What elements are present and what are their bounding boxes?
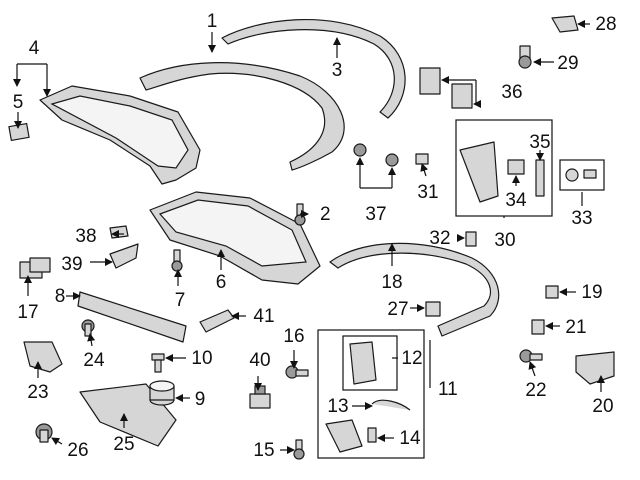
callout-labels: 1 2 3 4 5 6 7 8 9 10 11 12 13 14 15 16 1… xyxy=(13,11,617,461)
callout-13: 13 xyxy=(327,396,348,417)
callout-2: 2 xyxy=(320,204,331,225)
part-40-mount xyxy=(249,385,271,409)
callout-5: 5 xyxy=(13,92,24,113)
callout-35: 35 xyxy=(529,132,550,153)
callout-24: 24 xyxy=(83,350,105,371)
part-39-bracket xyxy=(109,243,139,269)
callout-27: 27 xyxy=(387,299,408,320)
callout-15: 15 xyxy=(253,440,274,461)
part-16-bolt xyxy=(285,365,309,379)
callout-34: 34 xyxy=(505,190,527,211)
callout-36: 36 xyxy=(501,82,522,103)
callout-7: 7 xyxy=(175,290,186,311)
callout-39: 39 xyxy=(61,254,82,275)
group-12-box xyxy=(342,335,398,391)
callout-16: 16 xyxy=(283,326,304,347)
part-19-clip xyxy=(545,285,559,299)
part-26-bolt xyxy=(35,423,53,443)
leader-lines xyxy=(13,20,605,454)
part-4-top-cover xyxy=(39,85,201,185)
part-27-clip xyxy=(425,301,441,317)
part-29-bolt xyxy=(518,45,532,69)
part-33-washer xyxy=(565,168,579,182)
callout-25: 25 xyxy=(113,434,134,455)
callout-26: 26 xyxy=(67,440,88,461)
callout-21: 21 xyxy=(565,317,586,338)
callout-12: 12 xyxy=(401,348,422,369)
callout-41: 41 xyxy=(253,306,274,327)
callout-19: 19 xyxy=(581,282,602,303)
part-3-seal xyxy=(221,18,406,119)
part-34-nut xyxy=(507,159,525,175)
callout-17: 17 xyxy=(17,302,38,323)
part-20-bracket xyxy=(575,351,615,385)
callout-20: 20 xyxy=(592,396,613,417)
part-28-plate xyxy=(551,15,579,33)
part-23-bracket xyxy=(23,341,63,373)
part-36-plates xyxy=(419,67,473,109)
part-24-bolt xyxy=(81,319,95,337)
part-14-spacer xyxy=(367,427,377,443)
part-22-bolt xyxy=(519,349,543,363)
callout-33: 33 xyxy=(571,208,592,229)
group-11-box xyxy=(317,329,425,459)
group-33-box xyxy=(559,159,605,191)
part-30-hinge xyxy=(459,141,499,203)
callout-10: 10 xyxy=(191,348,212,369)
part-11-bracket xyxy=(325,419,363,453)
part-21-nut xyxy=(531,319,545,335)
part-37-fasteners xyxy=(353,143,399,167)
part-32-bolt xyxy=(465,231,477,247)
part-9-bumper xyxy=(149,380,175,406)
callout-28: 28 xyxy=(595,14,616,35)
callout-18: 18 xyxy=(381,272,402,293)
part-8-strip xyxy=(77,291,187,343)
callout-31: 31 xyxy=(417,182,438,203)
part-17-bracket xyxy=(19,257,51,279)
callout-30: 30 xyxy=(494,230,515,251)
callout-4: 4 xyxy=(29,38,40,59)
callout-6: 6 xyxy=(216,272,227,293)
part-18-rail xyxy=(329,242,500,337)
callout-3: 3 xyxy=(332,60,343,81)
callout-9: 9 xyxy=(195,389,206,410)
part-31-bolt xyxy=(415,153,429,165)
callout-11: 11 xyxy=(438,379,458,400)
part-41-piece xyxy=(199,309,235,333)
callout-14: 14 xyxy=(399,428,421,449)
part-7-bolt xyxy=(171,249,183,272)
part-12-hinge xyxy=(349,341,377,385)
part-13-cable xyxy=(371,399,411,411)
callout-32: 32 xyxy=(429,228,450,249)
callout-37: 37 xyxy=(365,204,386,225)
part-5-plate xyxy=(8,122,30,142)
callout-38: 38 xyxy=(75,226,96,247)
part-1-frame xyxy=(139,62,345,171)
part-15-bolt xyxy=(293,439,305,460)
callout-1: 1 xyxy=(207,11,218,32)
part-6-panel xyxy=(149,191,321,285)
part-10-bolt xyxy=(151,353,165,373)
part-38-clip xyxy=(109,225,129,239)
callout-23: 23 xyxy=(27,382,48,403)
part-33-bolt xyxy=(583,169,597,179)
callout-8: 8 xyxy=(55,286,66,307)
callout-22: 22 xyxy=(525,380,546,401)
part-35-strut xyxy=(535,159,545,197)
callout-40: 40 xyxy=(249,350,270,371)
callout-29: 29 xyxy=(557,53,578,74)
